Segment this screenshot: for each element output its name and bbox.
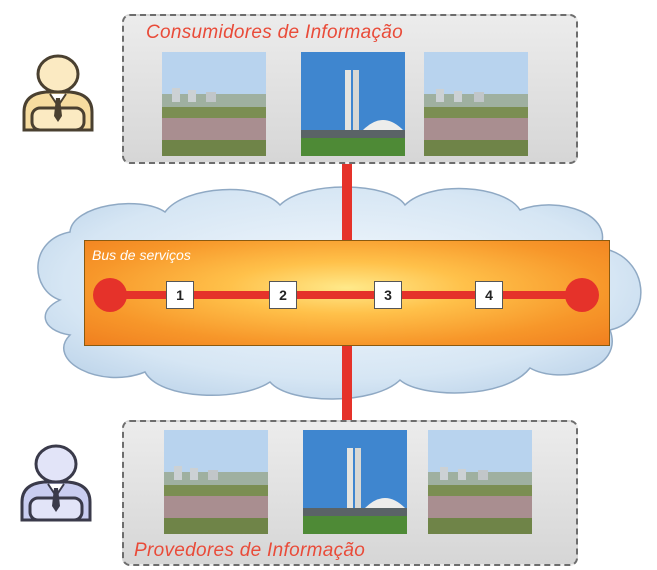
bus-step-4: 4	[475, 281, 503, 309]
bus-endpoint-right	[565, 278, 599, 312]
consumer-photo-esplanade-left	[162, 52, 266, 156]
bus-step-1: 1	[166, 281, 194, 309]
consumer-photo-esplanade-right	[424, 52, 528, 156]
provider-photo-congress	[303, 430, 407, 534]
provider-photo-esplanade-right	[428, 430, 532, 534]
consumer-photo-congress	[301, 52, 405, 156]
consumer-user-icon	[22, 54, 94, 132]
bus-step-2: 2	[269, 281, 297, 309]
bus-endpoint-left	[93, 278, 127, 312]
provider-user-icon	[20, 444, 92, 522]
provider-photo-esplanade-left	[164, 430, 268, 534]
bus-label: Bus de serviços	[92, 247, 191, 263]
consumers-title: Consumidores de Informação	[146, 22, 404, 43]
bus-step-3: 3	[374, 281, 402, 309]
providers-title: Provedores de Informação	[134, 540, 366, 561]
